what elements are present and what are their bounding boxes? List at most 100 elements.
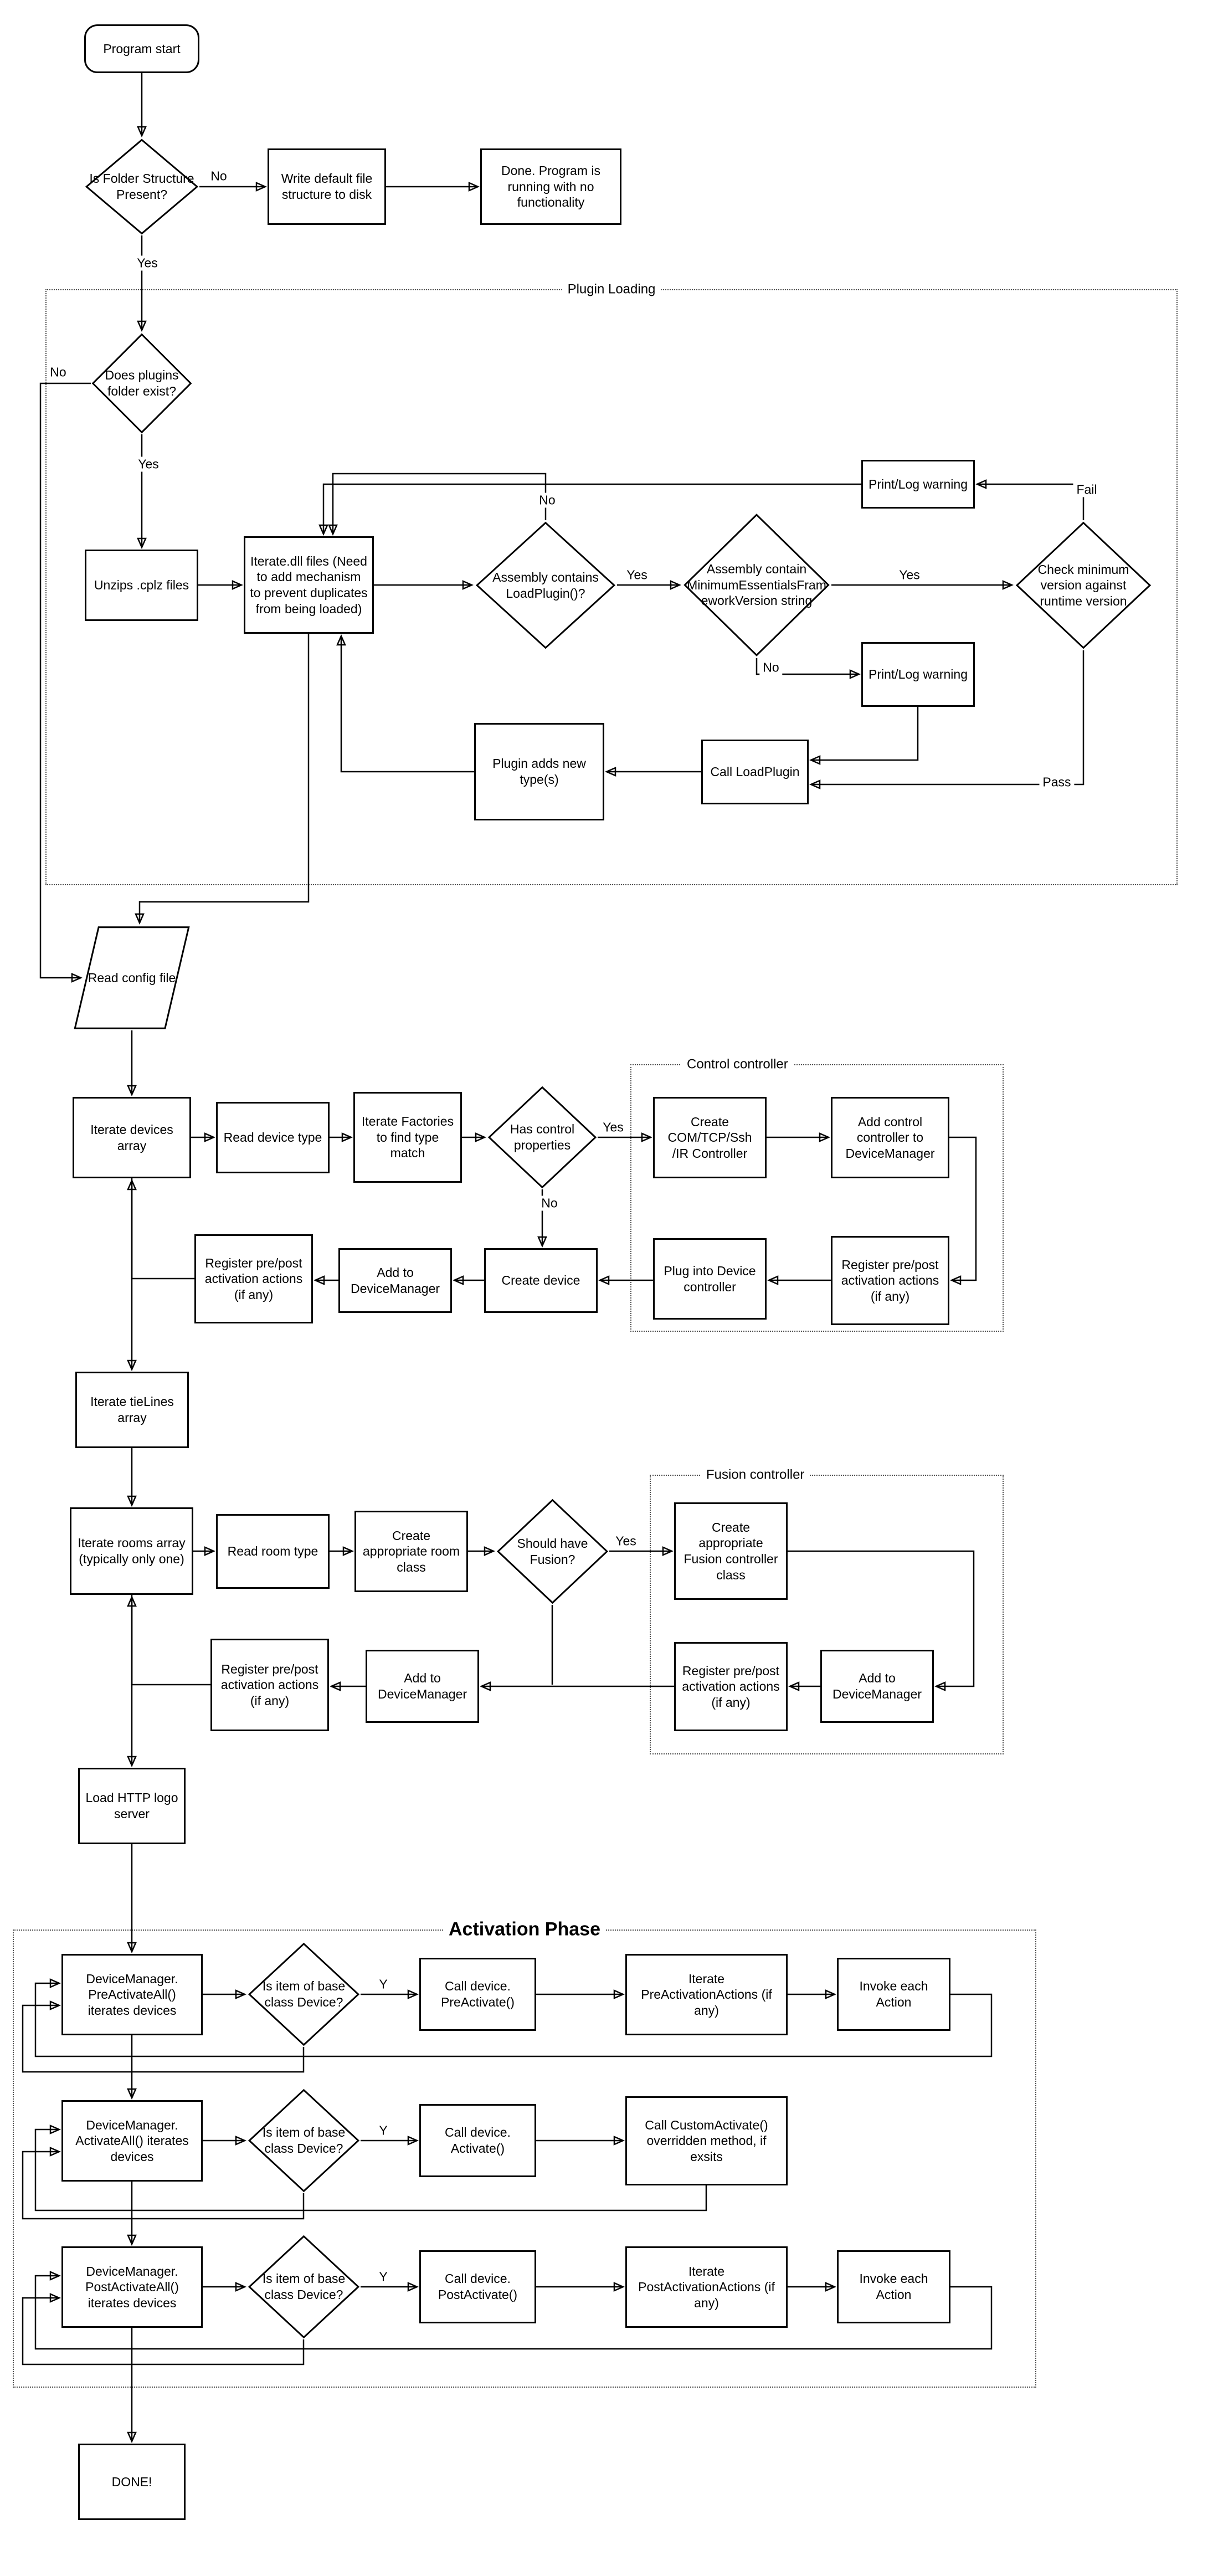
node-has-control-properties: Has control properties	[487, 1085, 598, 1189]
node-add-to-dm-room: Add to DeviceManager	[366, 1650, 479, 1723]
edge-label-minver-yes: Yes	[896, 567, 923, 583]
diamond-shape	[682, 512, 831, 658]
edge-label-base-y-2: Y	[376, 2123, 391, 2138]
diamond-shape	[247, 2088, 361, 2193]
plugin-loading-label: Plugin Loading	[562, 281, 661, 297]
node-should-have-fusion: Should have Fusion?	[496, 1498, 609, 1605]
edge-label-base-y-1: Y	[376, 1977, 391, 1992]
node-invoke-each-action-2: Invoke each Action	[837, 2250, 950, 2323]
node-plugins-folder-check: Does plugins folder exist?	[91, 332, 193, 434]
edge-label-fusion-yes: Yes	[612, 1533, 640, 1549]
edge-checkver-fail-warning	[977, 484, 1085, 520]
node-iterate-dll: Iterate.dll files (Need to add mechanism…	[244, 536, 374, 634]
node-call-loadplugin: Call LoadPlugin	[701, 740, 809, 804]
node-add-to-dm-device: Add to DeviceManager	[338, 1248, 452, 1313]
node-done: DONE!	[78, 2444, 186, 2520]
node-read-room-type: Read room type	[216, 1514, 330, 1589]
node-call-activate: Call device. Activate()	[419, 2104, 536, 2177]
edge-label-version-pass: Pass	[1039, 774, 1075, 790]
edge-createfusion-adddm	[788, 1550, 975, 1686]
edge-invoke2-loop	[34, 2276, 993, 2350]
edge-addcontrol-register	[949, 1136, 977, 1280]
edge-pluginadds-dll-loop	[341, 636, 474, 773]
node-write-default: Write default file structure to disk	[268, 148, 386, 225]
node-iterate-postactions: Iterate PostActivationActions (if any)	[625, 2246, 788, 2328]
node-create-device: Create device	[484, 1248, 598, 1313]
edge-register-devices-loop	[132, 1181, 194, 1280]
node-create-com-controller: Create COM/TCP/Ssh /IR Controller	[653, 1097, 767, 1178]
activation-phase-container: Activation Phase	[13, 1918, 1036, 2388]
node-is-base-device-3: Is item of base class Device?	[247, 2234, 361, 2339]
node-create-room-class: Create appropriate room class	[354, 1511, 468, 1592]
edge-dll-readconfig	[140, 634, 310, 923]
node-unzips-cplz: Unzips .cplz files	[85, 550, 198, 621]
edge-label-control-no: No	[538, 1195, 561, 1211]
edge-checkver-pass-callplugin	[811, 650, 1085, 784]
node-plug-into-device-controller: Plug into Device controller	[653, 1238, 767, 1320]
node-iterate-rooms: Iterate rooms array (typically only one)	[70, 1507, 193, 1595]
node-print-log-warning-top: Print/Log warning	[861, 460, 975, 509]
node-assembly-contains-loadplugin: Assembly contains LoadPlugin()?	[474, 520, 617, 650]
edge-isbase2-n-loop	[22, 2152, 305, 2220]
edge-label-base-y-3: Y	[376, 2269, 391, 2285]
edge-label-control-yes: Yes	[599, 1120, 627, 1135]
diamond-shape	[487, 1085, 598, 1189]
control-controller-container: Control controller	[630, 1056, 1004, 1332]
node-is-base-device-2: Is item of base class Device?	[247, 2088, 361, 2193]
edge-label-loadplugin-no: No	[536, 492, 559, 508]
control-controller-label: Control controller	[681, 1056, 794, 1073]
diamond-shape	[1014, 520, 1153, 650]
node-call-postactivate: Call device. PostActivate()	[419, 2250, 536, 2323]
node-postactivateall: DeviceManager. PostActivateAll() iterate…	[61, 2246, 203, 2328]
diamond-shape	[91, 332, 193, 434]
plugin-loading-container: Plugin Loading	[45, 281, 1178, 885]
diamond-shape	[247, 2234, 361, 2339]
edge-isbase1-n-loop	[22, 2005, 305, 2073]
diamond-shape	[247, 1942, 361, 2047]
edge-label-plugins-yes: Yes	[135, 456, 162, 472]
edge-label-version-fail: Fail	[1073, 482, 1101, 497]
edge-register2-rooms-loop	[132, 1597, 210, 1686]
node-load-http-logo: Load HTTP logo server	[78, 1768, 186, 1844]
edge-warningmid-callplugin	[811, 707, 919, 760]
edge-custom-loop	[34, 2129, 707, 2211]
diamond-shape	[474, 520, 617, 650]
node-activateall: DeviceManager. ActivateAll() iterates de…	[61, 2100, 203, 2182]
edge-invoke1-loop	[34, 1983, 993, 2057]
diamond-shape	[496, 1498, 609, 1605]
node-register-prepost-device: Register pre/post activation actions (if…	[194, 1234, 313, 1323]
node-done-no-functionality: Done. Program is running with no functio…	[480, 148, 621, 225]
parallelogram-shape	[73, 925, 191, 1030]
edge-isbase3-n-loop	[22, 2298, 305, 2365]
node-read-device-type: Read device type	[216, 1102, 330, 1173]
activation-phase-label: Activation Phase	[443, 1918, 606, 1941]
edge-warningtop-dll-loop	[323, 483, 861, 534]
node-check-min-version: Check minimum version against runtime ve…	[1014, 520, 1153, 650]
node-print-log-warning-mid: Print/Log warning	[861, 642, 975, 707]
node-is-base-device-1: Is item of base class Device?	[247, 1942, 361, 2047]
node-iterate-preactions: Iterate PreActivationActions (if any)	[625, 1954, 788, 2035]
node-register-prepost-room: Register pre/post activation actions (if…	[210, 1639, 329, 1731]
node-preactivateall: DeviceManager. PreActivateAll() iterates…	[61, 1954, 203, 2035]
node-plugin-adds-types: Plugin adds new type(s)	[474, 723, 604, 820]
edge-label-plugins-no: No	[47, 365, 70, 380]
edge-label-folder-no: No	[207, 168, 230, 184]
edge-label-folder-yes: Yes	[133, 255, 161, 271]
edge-label-loadplugin-yes: Yes	[623, 567, 651, 583]
node-call-preactivate: Call device. PreActivate()	[419, 1958, 536, 2031]
node-assembly-min-version: Assembly contain MinimumEssentialsFramew…	[682, 512, 831, 658]
edge-plugins-no-readconfig	[39, 382, 91, 978]
node-add-to-dm-fusion: Add to DeviceManager	[820, 1650, 934, 1723]
node-program-start: Program start	[84, 24, 199, 73]
node-call-customactivate: Call CustomActivate() overridden method,…	[625, 2096, 788, 2185]
edge-label-minver-no: No	[759, 660, 783, 675]
node-folder-check: Is Folder Structure Present?	[84, 138, 199, 235]
node-register-prepost-control: Register pre/post activation actions (if…	[831, 1236, 949, 1325]
node-register-prepost-fusion: Register pre/post activation actions (if…	[674, 1642, 788, 1731]
node-iterate-devices: Iterate devices array	[73, 1097, 191, 1178]
edge-minver-no-warning	[756, 658, 859, 674]
fusion-controller-container: Fusion controller	[650, 1467, 1004, 1754]
node-read-config: Read config file	[73, 925, 191, 1030]
